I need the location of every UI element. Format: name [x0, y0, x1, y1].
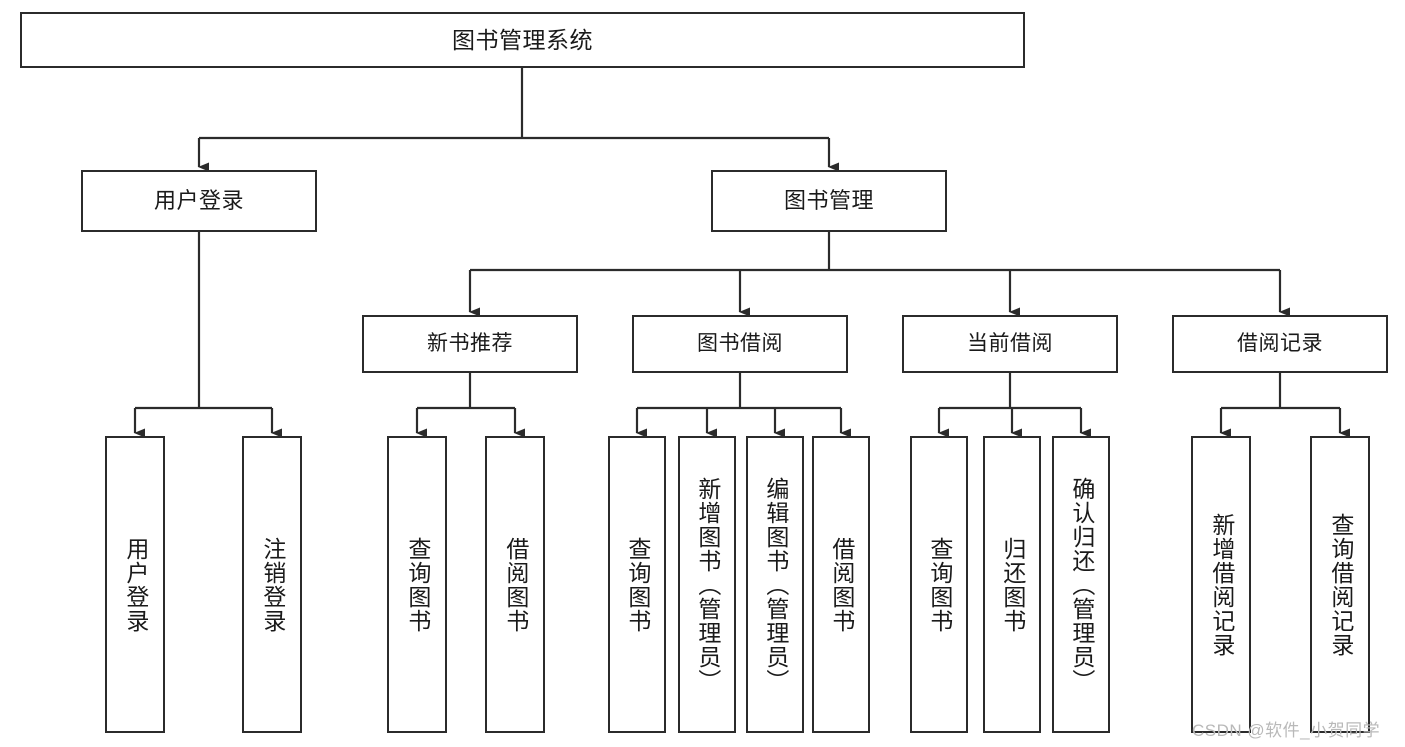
node-user-login[interactable]: 用户登录 [81, 170, 317, 232]
node-leaf-user-login[interactable]: 用户登录 [105, 436, 165, 733]
node-leaf-query-book-2[interactable]: 查询图书 [608, 436, 666, 733]
node-root-图书管理系统[interactable]: 图书管理系统 [20, 12, 1025, 68]
node-user-login-label: 用户登录 [153, 188, 244, 214]
node-book-manage-label: 图书管理 [783, 188, 874, 214]
node-leaf-query-book-3-label: 查询图书 [926, 536, 953, 633]
node-current-borrow-label: 当前借阅 [967, 331, 1053, 355]
node-leaf-add-record-label: 新增借阅记录 [1208, 512, 1235, 657]
node-leaf-query-record[interactable]: 查询借阅记录 [1310, 436, 1370, 733]
node-leaf-logout[interactable]: 注销登录 [242, 436, 302, 733]
node-leaf-user-login-label: 用户登录 [122, 536, 149, 633]
node-leaf-edit-book-label: 编辑图书（管理员） [762, 476, 789, 693]
node-book-manage[interactable]: 图书管理 [711, 170, 947, 232]
node-current-borrow[interactable]: 当前借阅 [902, 315, 1118, 373]
node-borrow-record-label: 借阅记录 [1237, 331, 1323, 355]
node-leaf-query-record-label: 查询借阅记录 [1327, 512, 1354, 657]
node-leaf-query-book-1-label: 查询图书 [404, 536, 431, 633]
node-leaf-add-book[interactable]: 新增图书（管理员） [678, 436, 736, 733]
node-leaf-query-book-2-label: 查询图书 [624, 536, 651, 633]
node-leaf-borrow-book-1[interactable]: 借阅图书 [485, 436, 545, 733]
node-root-图书管理系统-label: 图书管理系统 [452, 26, 593, 53]
node-new-book-recommend[interactable]: 新书推荐 [362, 315, 578, 373]
node-new-book-recommend-label: 新书推荐 [427, 331, 513, 355]
node-leaf-borrow-book-1-label: 借阅图书 [502, 536, 529, 633]
node-leaf-query-book-3[interactable]: 查询图书 [910, 436, 968, 733]
node-leaf-add-record[interactable]: 新增借阅记录 [1191, 436, 1251, 733]
node-leaf-edit-book[interactable]: 编辑图书（管理员） [746, 436, 804, 733]
node-leaf-logout-label: 注销登录 [259, 536, 286, 633]
node-leaf-return-book[interactable]: 归还图书 [983, 436, 1041, 733]
node-leaf-return-book-label: 归还图书 [999, 536, 1026, 633]
node-borrow-record[interactable]: 借阅记录 [1172, 315, 1388, 373]
node-leaf-borrow-book-2-label: 借阅图书 [828, 536, 855, 633]
node-leaf-borrow-book-2[interactable]: 借阅图书 [812, 436, 870, 733]
node-book-borrow-label: 图书借阅 [697, 331, 783, 355]
node-leaf-query-book-1[interactable]: 查询图书 [387, 436, 447, 733]
node-book-borrow[interactable]: 图书借阅 [632, 315, 848, 373]
connector-lines [133, 68, 1350, 438]
csdn-watermark: CSDN @软件_小贺同学 [1192, 721, 1381, 740]
node-leaf-confirm-return-label: 确认归还（管理员） [1068, 476, 1095, 693]
node-leaf-confirm-return[interactable]: 确认归还（管理员） [1052, 436, 1110, 733]
node-leaf-add-book-label: 新增图书（管理员） [694, 476, 721, 693]
